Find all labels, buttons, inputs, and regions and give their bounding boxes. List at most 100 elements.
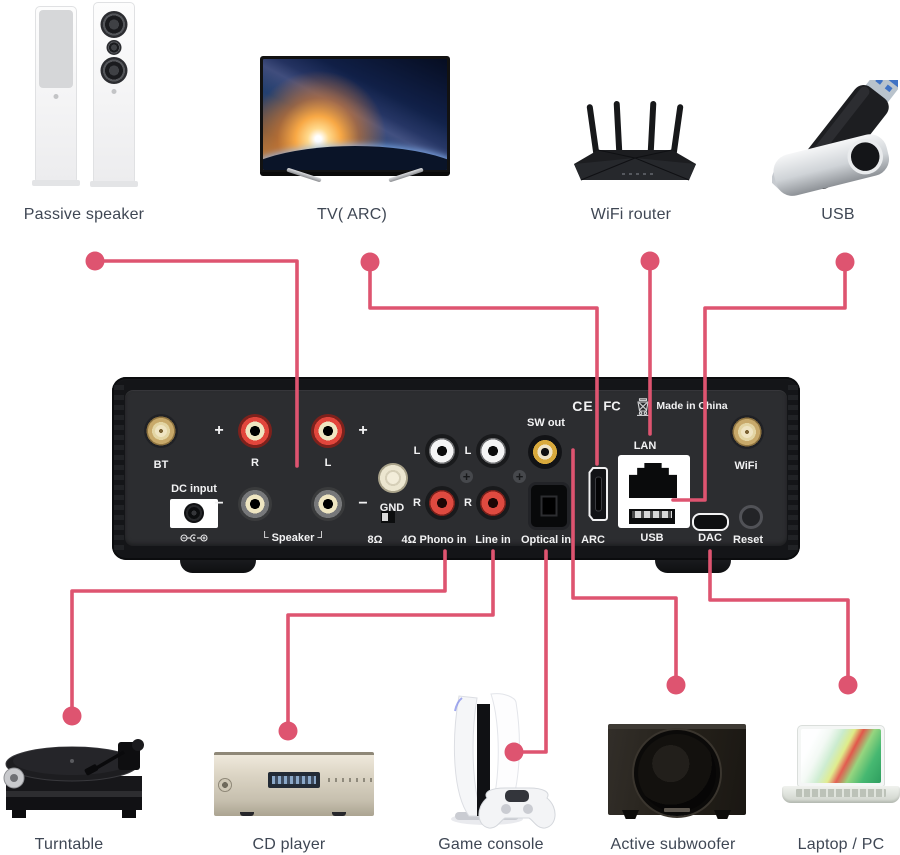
lan-label: LAN	[633, 440, 657, 452]
lan-port	[629, 463, 677, 498]
tv-frame	[260, 56, 450, 176]
ohm-4-label: 4Ω	[401, 534, 417, 546]
dac-label: DAC	[698, 532, 722, 544]
subwoofer-logo	[664, 808, 690, 812]
line-in-label: Line in	[475, 534, 511, 546]
dc-input-jack	[170, 499, 218, 528]
router-antenna	[647, 101, 657, 156]
usb-drive-label: USB	[821, 206, 855, 223]
gnd-label: GND	[379, 502, 405, 514]
tonearm	[92, 750, 125, 772]
fcc-mark: FC	[603, 398, 621, 414]
arc-label: ARC	[581, 534, 605, 546]
passive-speaker-image	[32, 2, 145, 192]
line-r-label: R	[464, 497, 472, 509]
line-l-jack	[476, 434, 510, 468]
laptop-label: Laptop / PC	[797, 836, 885, 853]
speaker-post-r-negative	[238, 487, 272, 521]
gnd-terminal	[378, 463, 408, 493]
passive-speaker-label: Passive speaker	[23, 206, 145, 223]
ce-mark: CE	[572, 398, 594, 414]
speaker-group-label: └ Speaker ┘	[260, 532, 326, 544]
connection-dac	[708, 549, 850, 687]
speaker-grille	[39, 10, 73, 88]
sw-out-jack	[528, 435, 562, 469]
subwoofer-image	[608, 724, 746, 820]
speaker-tower-left	[32, 6, 80, 186]
router-art	[574, 101, 696, 181]
bt-antenna-connector	[144, 414, 178, 448]
speaker-tweeter-icon	[106, 40, 122, 55]
controller-touchpad	[505, 790, 529, 802]
subwoofer-foot	[714, 810, 731, 819]
wifi-router-image	[568, 100, 702, 186]
router-seams	[580, 149, 690, 181]
panel-screw-icon: +	[513, 470, 526, 483]
phono-in-label: Phono in	[419, 534, 467, 546]
connection-dot-line	[278, 721, 298, 741]
ohm-8-label: 8Ω	[367, 534, 383, 546]
optical-in-port	[528, 482, 570, 530]
tv-image	[260, 56, 450, 196]
wifi-router-label: WiFi router	[590, 206, 672, 223]
speaker-base	[32, 180, 80, 186]
channel-r-label: R	[251, 457, 259, 469]
phono-r-label: R	[413, 497, 421, 509]
tv-screen	[263, 59, 447, 170]
optical-in-label: Optical in	[520, 534, 572, 546]
usb-clip-group	[770, 134, 890, 196]
laptop-display	[801, 729, 881, 783]
arc-hdmi-port	[588, 467, 608, 521]
turntable-plinth	[6, 776, 142, 791]
cd-player-display	[268, 772, 320, 788]
dc-input-label: DC input	[171, 483, 217, 495]
subwoofer-body	[608, 724, 746, 816]
connection-dot-arc	[360, 252, 380, 272]
speaker-post-l-positive	[311, 414, 345, 448]
cd-player-foot	[332, 812, 346, 816]
amp-side-rib	[114, 385, 124, 552]
laptop-image	[782, 726, 900, 810]
turntable-label: Turntable	[34, 836, 104, 853]
speaker-woofer-icon	[100, 57, 128, 84]
sw-out-label: SW out	[527, 417, 565, 429]
weee-icon	[637, 398, 649, 416]
router-antenna	[586, 104, 600, 156]
line-l-label: L	[464, 445, 472, 457]
connection-dot-swout	[666, 675, 686, 695]
plus-sign: +	[358, 422, 368, 439]
dac-usb-c-port	[692, 513, 729, 531]
line-r-jack	[476, 486, 510, 520]
laptop-screen-sheen	[801, 729, 864, 783]
speaker-post-r-positive	[238, 414, 272, 448]
usb-label: USB	[640, 532, 664, 544]
connection-dot-dac	[838, 675, 858, 695]
router-antenna	[613, 101, 623, 156]
usb-drive-art	[770, 63, 900, 196]
laptop-screen	[798, 726, 884, 786]
amplifier-rear-panel: BT DC input + + R L − − └ Speaker ┘ GND …	[112, 377, 800, 573]
game-console-label: Game console	[438, 836, 544, 853]
usb-a-port	[629, 509, 675, 524]
tv-horizon	[263, 145, 447, 170]
wifi-antenna-connector	[730, 415, 764, 449]
lan-usb-plate	[618, 455, 690, 528]
cd-player-foot	[240, 812, 254, 816]
connection-phono	[70, 549, 447, 718]
game-console-image	[425, 690, 565, 832]
usb-clip-hole	[847, 138, 883, 175]
speaker-post-l-negative	[311, 487, 345, 521]
speaker-logo	[53, 94, 59, 99]
made-in-label: Made in China	[656, 400, 728, 412]
speaker-logo	[111, 89, 117, 94]
router-facet	[574, 158, 696, 180]
connection-dot-usb	[835, 252, 855, 272]
dc-polarity-icon	[180, 534, 208, 542]
laptop-keyboard-deck	[782, 786, 900, 803]
router-antenna	[670, 104, 684, 156]
turntable-spindle	[70, 759, 74, 763]
bt-label: BT	[153, 459, 169, 471]
game-controller	[478, 787, 556, 829]
cd-player-knob	[218, 778, 232, 792]
